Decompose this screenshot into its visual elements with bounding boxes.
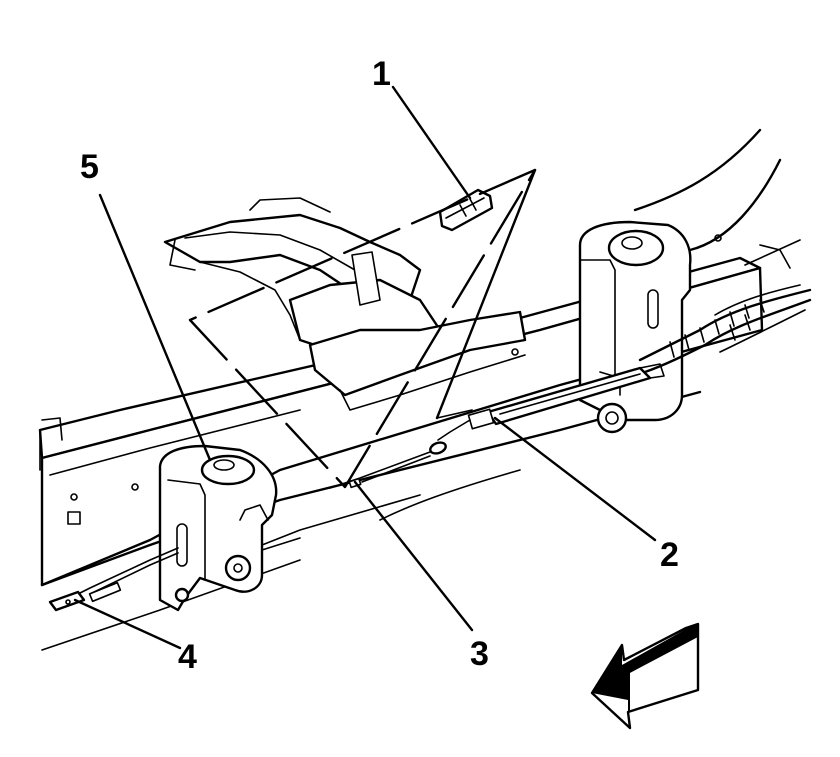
leader-line-3 <box>353 480 474 632</box>
cable-retaining-clip <box>438 188 494 232</box>
callout-1: 1 <box>372 55 391 93</box>
front-mounting-bracket <box>158 444 278 612</box>
rear-mounting-bracket <box>578 220 692 434</box>
callout-labels: 1 2 3 4 5 <box>80 55 679 676</box>
callout-4: 4 <box>178 638 197 676</box>
wheel-well <box>633 128 801 269</box>
front-direction-arrow-icon <box>590 622 700 730</box>
rear-cables <box>638 284 812 374</box>
leader-lines <box>73 85 657 650</box>
leader-line-5 <box>98 193 212 462</box>
callout-5: 5 <box>80 148 99 186</box>
leader-line-4 <box>73 598 182 650</box>
front-brake-cable <box>48 494 421 612</box>
parking-brake-cable-conduit <box>467 363 665 430</box>
detail-view-outline <box>188 168 537 489</box>
leader-line-1 <box>391 85 472 200</box>
callout-3: 3 <box>470 635 489 673</box>
leader-line-2 <box>493 416 657 542</box>
callout-2: 2 <box>660 536 679 574</box>
inner-brake-cable <box>329 419 471 489</box>
frame-hole <box>67 511 81 525</box>
